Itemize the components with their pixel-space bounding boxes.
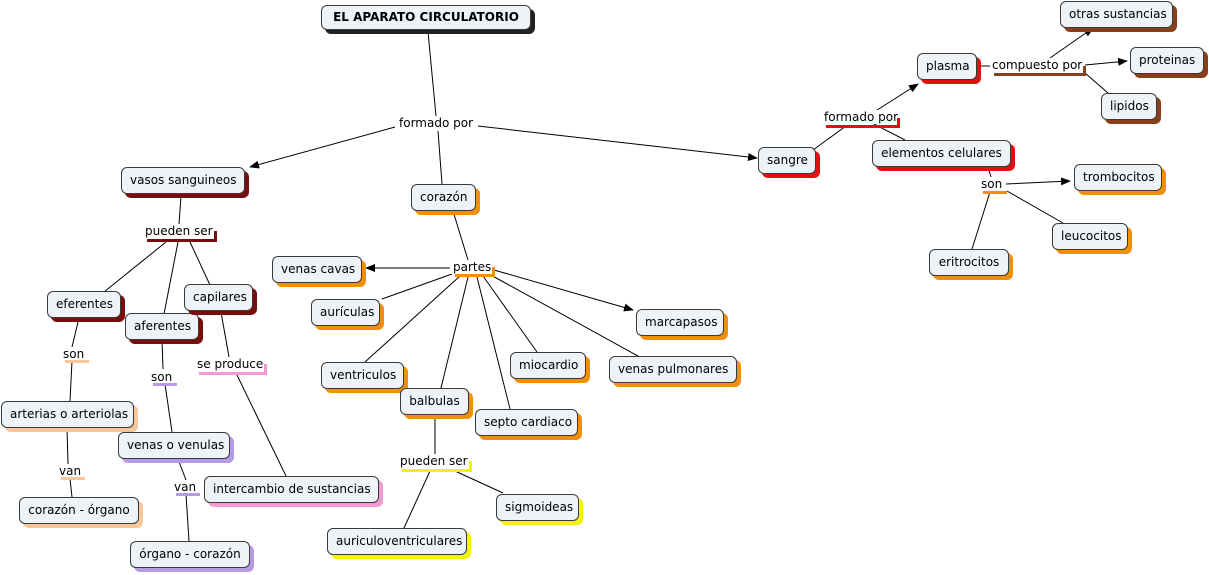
node-vasos-sanguineos[interactable]: vasos sanguineos [121, 167, 245, 194]
link-corazon-partes [452, 210, 469, 261]
label-compuesto-por: compuesto por [990, 58, 1085, 72]
underline-formado-sangre [826, 125, 900, 128]
underline-son-elementos [983, 191, 1007, 194]
node-sangre[interactable]: sangre [758, 147, 816, 174]
underline-van-venas [176, 493, 200, 496]
link-compuesto-proteinas [1084, 57, 1128, 66]
node-auriculas[interactable]: aurículas [311, 299, 380, 326]
label-partes: partes [451, 260, 494, 274]
link-sangre-formado [812, 125, 847, 151]
link-son-trombocitos [1005, 177, 1071, 186]
link-eferentes-son [71, 317, 80, 348]
node-eferentes[interactable]: eferentes [47, 291, 121, 318]
node-leucocitos[interactable]: leucocitos [1052, 223, 1128, 250]
link-formado-plasma [873, 83, 919, 113]
link-compuesto-lipidos [1084, 72, 1109, 94]
label-pueden-ser-balbulas: pueden ser [398, 454, 470, 468]
node-auriculoventriculares[interactable]: auriculoventriculares [327, 528, 467, 555]
label-son-aferentes: son [149, 370, 175, 384]
underline-partes [455, 274, 495, 277]
node-aferentes[interactable]: aferentes [125, 313, 199, 340]
title-node[interactable]: EL APARATO CIRCULATORIO [321, 5, 531, 30]
link-partes-miocardio [482, 275, 538, 353]
link-pueden-aferentes [163, 241, 179, 315]
node-venas-venulas[interactable]: venas o venulas [118, 432, 230, 459]
label-son-eferentes: son [61, 347, 87, 361]
node-septo-cardiaco[interactable]: septo cardiaco [475, 409, 578, 436]
link-partes-septo [476, 276, 511, 410]
label-pueden-ser-vasos: pueden ser [143, 224, 215, 238]
link-partes-auriculas [381, 273, 453, 300]
link-title-formado [427, 31, 437, 117]
link-partes-balbulas [440, 276, 469, 389]
node-balbulas[interactable]: balbulas [400, 388, 469, 415]
node-arterias-arteriolas[interactable]: arterias o arteriolas [1, 401, 134, 428]
underline-pueden-balbulas [402, 469, 472, 472]
node-corazon[interactable]: corazón [411, 184, 476, 211]
node-proteinas[interactable]: proteinas [1130, 47, 1204, 74]
link-pueden-capilares [189, 241, 211, 286]
link-formado-corazon [437, 130, 443, 185]
underline-compuesto [994, 73, 1086, 76]
link-van-corazon-organo [69, 478, 73, 498]
link-se-produce-intercambio [235, 372, 287, 477]
label-formado-por: formado por [397, 116, 475, 130]
link-pueden-eferentes [103, 241, 167, 293]
underline-son-aferentes [153, 383, 177, 386]
link-son-arterias [69, 360, 73, 402]
link-partes-venas-pulmonares [488, 273, 639, 357]
link-compuesto-otras [1049, 27, 1094, 59]
underline-pueden-balbulas-end [469, 461, 472, 471]
label-se-produce: se produce [195, 357, 266, 371]
node-corazon-organo[interactable]: corazón - órgano [19, 497, 139, 524]
link-partes-ventriculos [364, 275, 461, 363]
link-vasos-pueden [178, 195, 182, 225]
link-aferentes-son [161, 339, 164, 370]
underline-compuesto-end [1083, 66, 1086, 75]
node-lipidos[interactable]: lipidos [1101, 93, 1157, 120]
node-sigmoideas[interactable]: sigmoideas [496, 494, 579, 521]
underline-partes-end [492, 267, 495, 276]
node-capilares[interactable]: capilares [184, 284, 253, 311]
underline-se-produce-end [264, 364, 267, 374]
label-formado-por-sangre: formado por [822, 110, 900, 124]
link-son-leucocitos [1006, 190, 1064, 224]
link-pueden-auriculo [403, 470, 431, 529]
underline-pueden-vasos [147, 239, 217, 242]
link-elementos-son [987, 166, 992, 178]
link-formado-sangre [477, 125, 758, 161]
underline-pueden-vasos-end [214, 231, 217, 241]
node-trombocitos[interactable]: trombocitos [1074, 164, 1162, 191]
underline-van-arterias [61, 477, 85, 480]
node-plasma[interactable]: plasma [917, 53, 977, 80]
link-van-organo [185, 493, 190, 542]
node-otras-sustancias[interactable]: otras sustancias [1060, 1, 1173, 28]
node-eritrocitos[interactable]: eritrocitos [929, 249, 1009, 276]
label-van-arterias: van [57, 464, 84, 478]
link-son-venas [164, 383, 173, 433]
underline-formado-sangre-end [897, 118, 900, 127]
node-ventriculos[interactable]: ventriculos [321, 362, 404, 389]
link-partes-marcapasos [493, 269, 634, 312]
node-organo-corazon[interactable]: órgano - corazón [130, 541, 250, 568]
node-venas-cavas[interactable]: venas cavas [272, 256, 362, 283]
link-son-eritrocitos [971, 191, 991, 250]
label-van-venas: van [172, 480, 199, 494]
link-formado-vasos [249, 126, 396, 169]
underline-se-produce [199, 372, 267, 375]
underline-son-eferentes [65, 360, 89, 363]
node-marcapasos[interactable]: marcapasos [636, 309, 724, 336]
link-pueden-sigmoideas [454, 470, 504, 494]
link-arterias-van [66, 427, 69, 465]
label-son-elementos: son [979, 177, 1005, 191]
node-venas-pulmonares[interactable]: venas pulmonares [609, 356, 737, 383]
node-elementos-celulares[interactable]: elementos celulares [872, 140, 1011, 167]
link-capilares-se-produce [220, 311, 230, 358]
node-miocardio[interactable]: miocardio [510, 352, 586, 379]
node-intercambio-sustancias[interactable]: intercambio de sustancias [204, 476, 379, 503]
link-venas-van [177, 458, 187, 481]
